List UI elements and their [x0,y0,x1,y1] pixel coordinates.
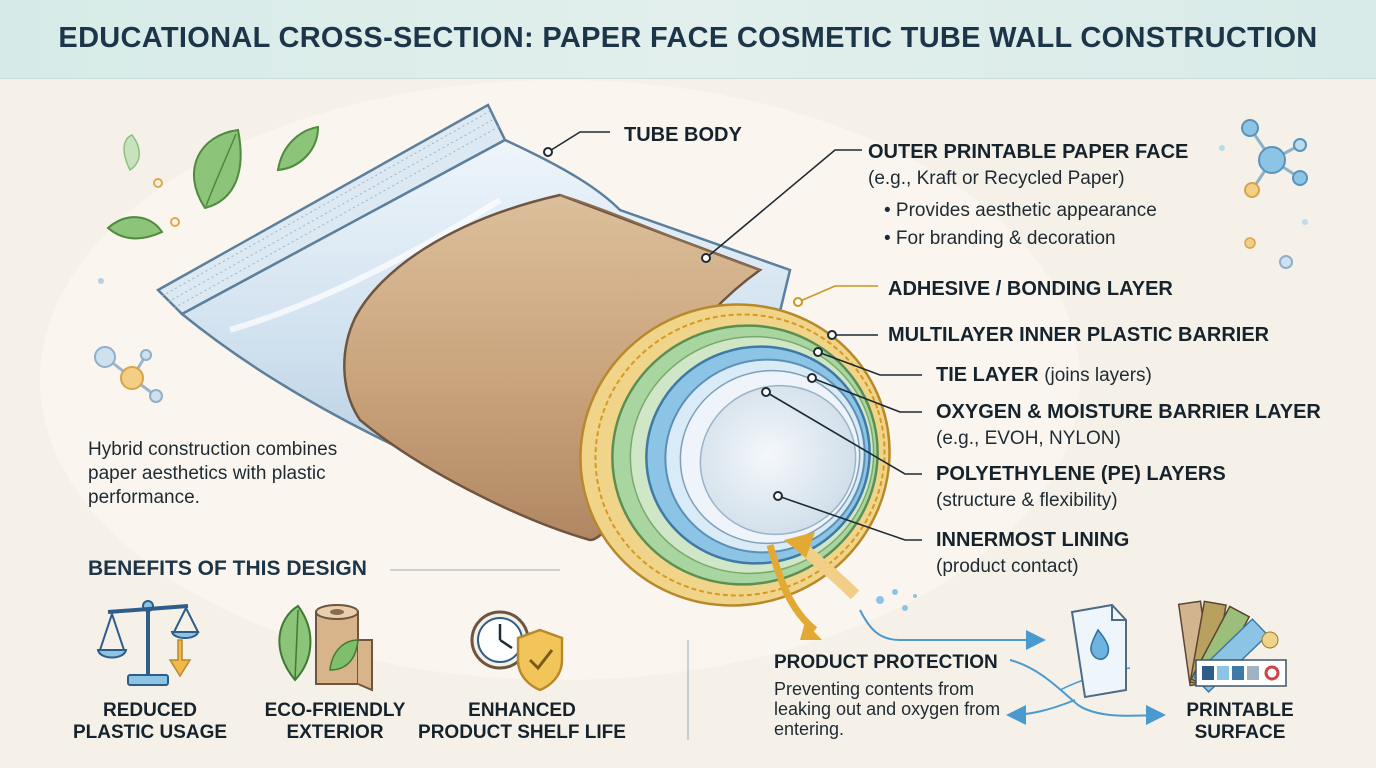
barrier-layer-label: OXYGEN & MOISTURE BARRIER LAYER [936,401,1321,423]
printable-surface-caption: PRINTABLE SURFACE [1170,700,1310,744]
multilayer-barrier-label: MULTILAYER INNER PLASTIC BARRIER [888,324,1270,346]
leaf-decoration-icon [98,125,320,284]
protection-arrows [766,532,1166,726]
clock-shield-icon [470,610,564,692]
leader-lines [547,131,922,541]
leaf-paper-roll-icon [278,604,373,692]
benefit-reduced-plastic: REDUCED PLASTIC USAGE [60,700,240,744]
benefit-line: ECO-FRIENDLY [264,700,406,721]
scale-icon [96,600,200,686]
outer-paper-subtitle: (e.g., Kraft or Recycled Paper) [868,168,1125,189]
barrier-layer-subtitle: (e.g., EVOH, NYLON) [936,428,1121,449]
leader-dots [543,147,837,501]
outer-paper-label: OUTER PRINTABLE PAPER FACE [868,141,1189,163]
innermost-lining-label: INNERMOST LINING [936,529,1130,551]
innermost-lining-subtitle: (product contact) [936,556,1079,577]
tie-layer-title: TIE LAYER [936,364,1039,386]
document-droplet-icon [1070,603,1127,699]
benefit-line: PRODUCT SHELF LIFE [418,722,626,743]
adhesive-layer-label: ADHESIVE / BONDING LAYER [888,278,1173,300]
benefits-title: BENEFITS OF THIS DESIGN [88,557,367,580]
benefit-line: EXTERIOR [286,722,384,743]
page-title: EDUCATIONAL CROSS-SECTION: PAPER FACE CO… [58,22,1318,54]
tie-layer-label: TIE LAYER (joins layers) [936,364,1152,387]
outer-paper-bullet: • Provides aesthetic appearance [884,200,1157,221]
molecule-icon [94,346,163,403]
pe-layers-label: POLYETHYLENE (PE) LAYERS [936,463,1226,485]
benefit-line: REDUCED [103,700,197,721]
outer-paper-bullet: • For branding & decoration [884,228,1116,249]
color-swatch-icon [1177,600,1287,693]
benefit-eco-friendly: ECO-FRIENDLY EXTERIOR [250,700,420,744]
printable-line: SURFACE [1194,722,1286,743]
benefit-line: PLASTIC USAGE [72,722,228,743]
molecule-icon [1219,119,1308,269]
printable-line: PRINTABLE [1186,700,1294,721]
tube-body-label: TUBE BODY [624,124,742,146]
benefit-line: ENHANCED [468,700,576,721]
hybrid-note: Hybrid construction combines paper aesth… [88,439,338,508]
product-protection-title: PRODUCT PROTECTION [774,652,998,673]
title-banner: EDUCATIONAL CROSS-SECTION: PAPER FACE CO… [0,0,1376,79]
tie-layer-note: (joins layers) [1044,365,1152,386]
benefit-shelf-life: ENHANCED PRODUCT SHELF LIFE [412,700,632,744]
product-protection-text: Preventing contents from leaking out and… [774,679,1001,739]
pe-layers-subtitle: (structure & flexibility) [936,490,1118,511]
